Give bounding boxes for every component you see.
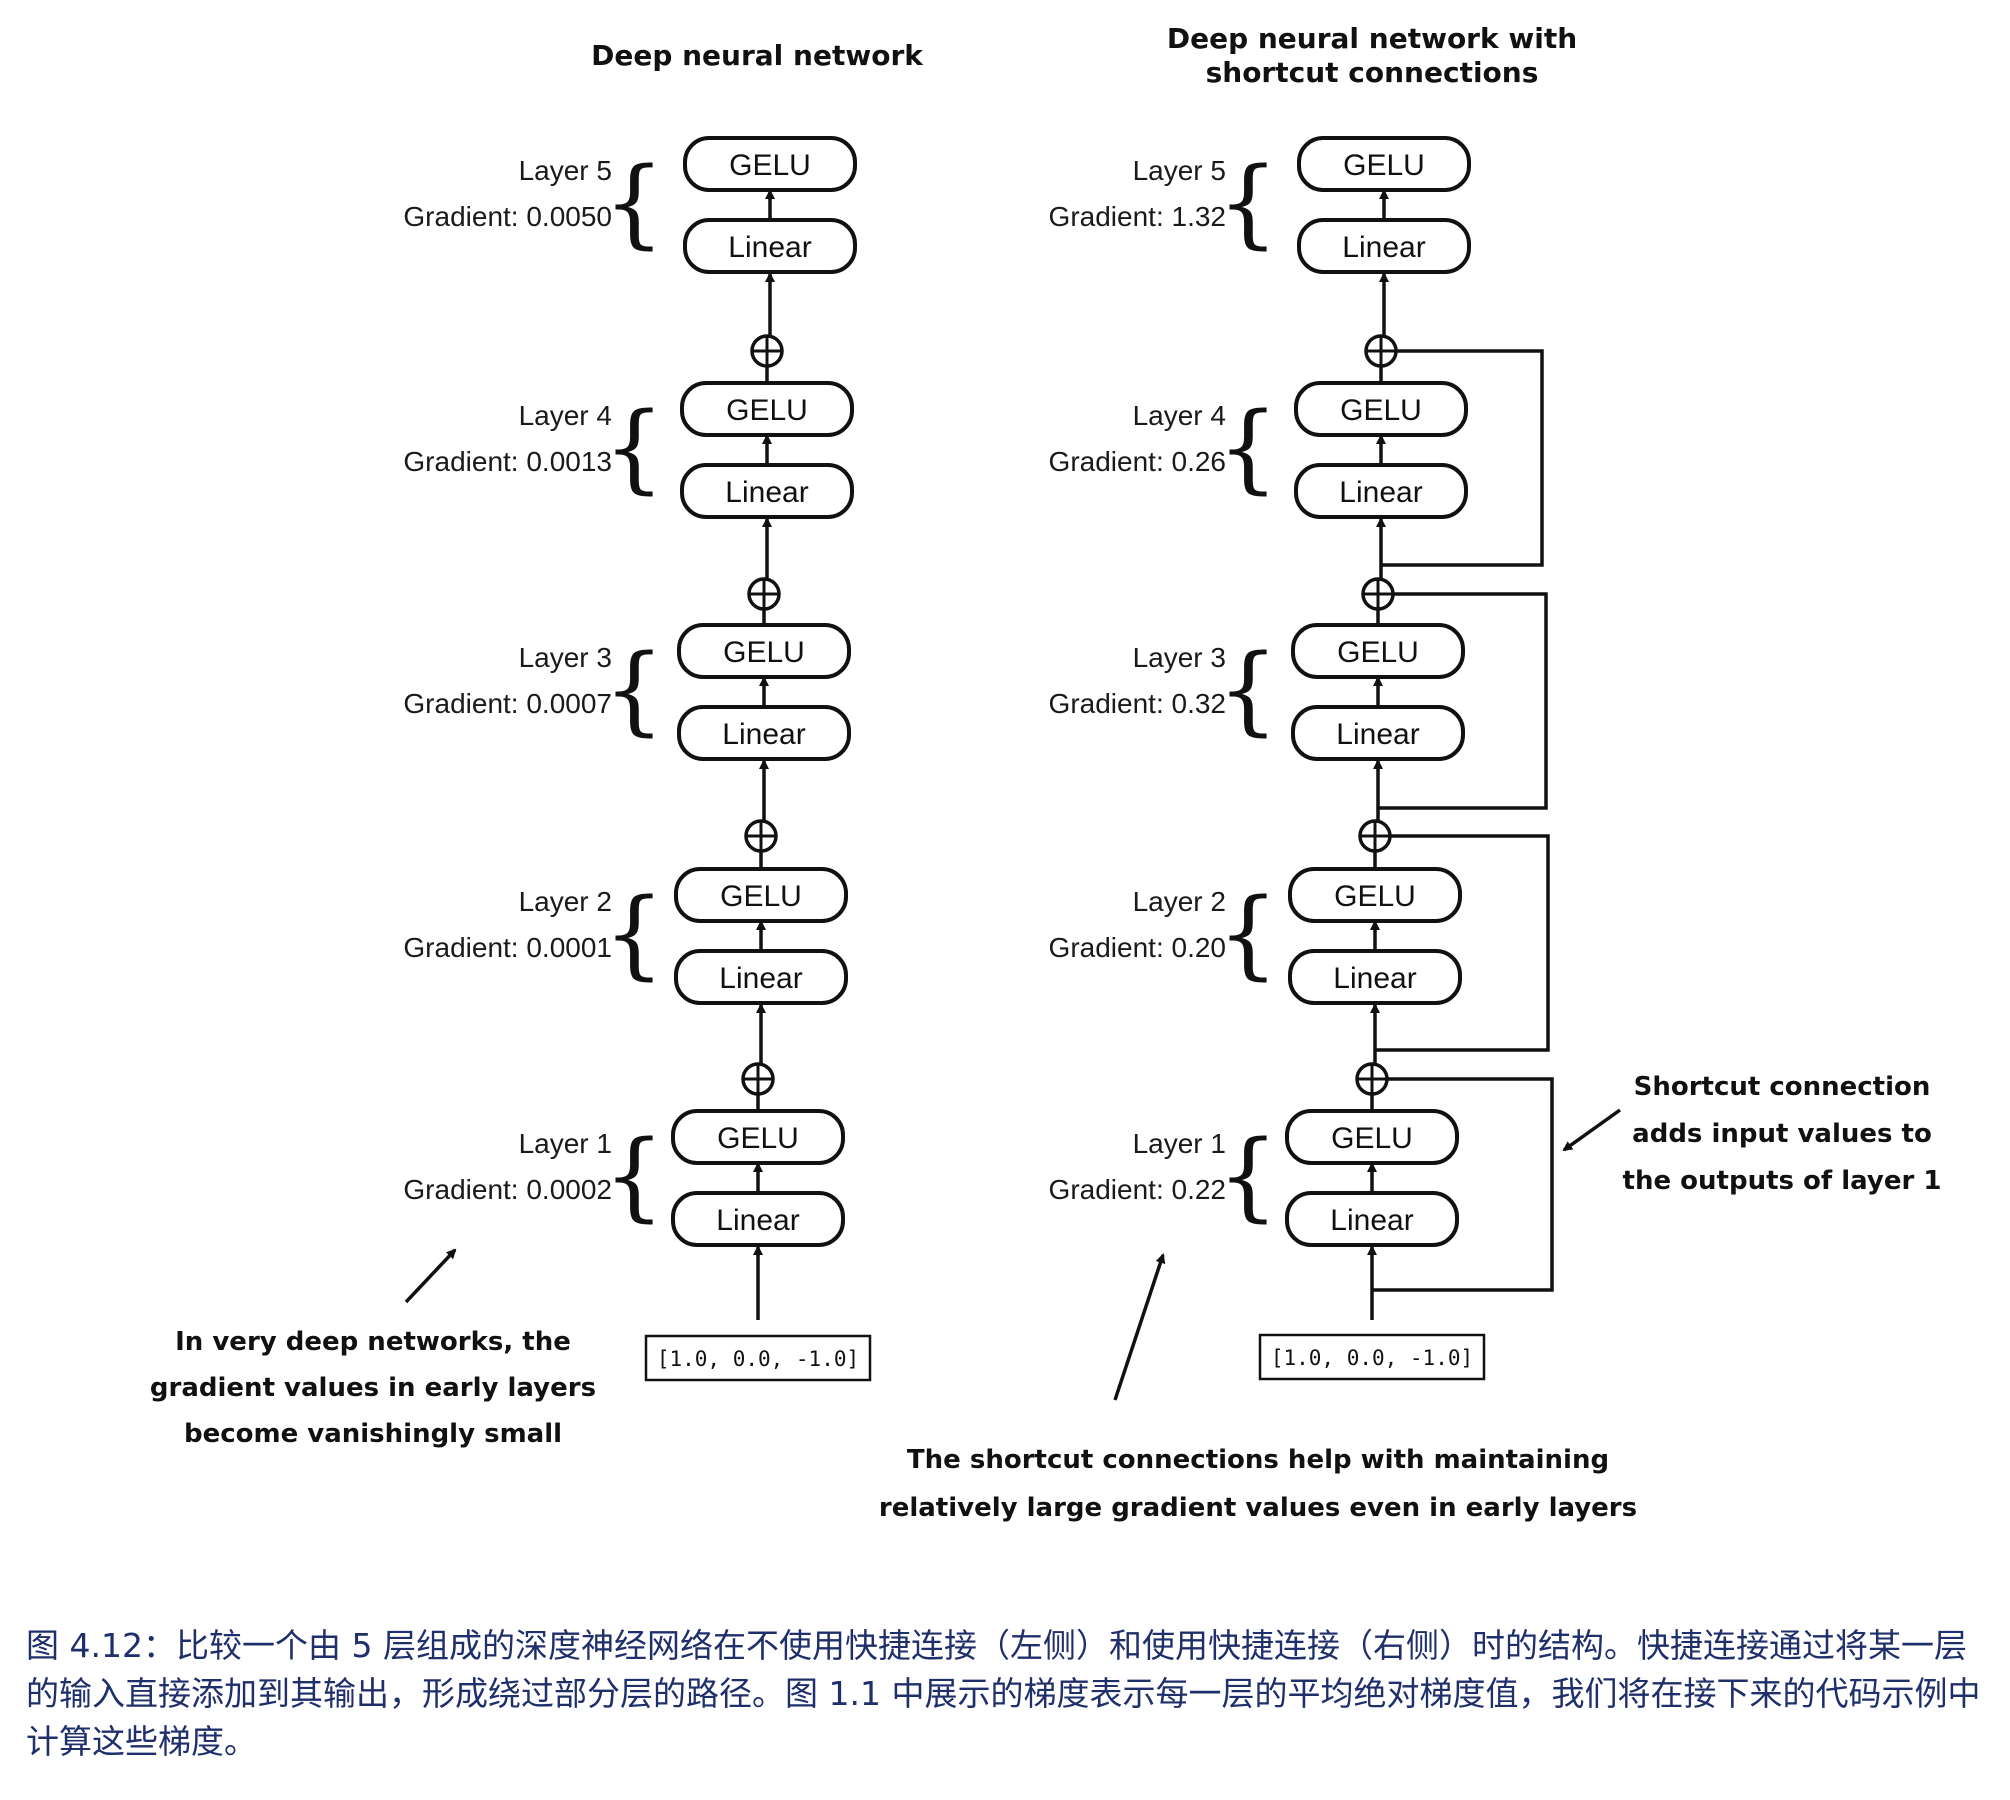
right-title-line-2: shortcut connections — [1206, 56, 1539, 89]
left-layer-4-gradient: Gradient: 0.0013 — [403, 446, 612, 477]
right-layer-4-linear-label: Linear — [1339, 476, 1422, 509]
bottom-annotation-arrow — [1113, 1253, 1166, 1401]
right-layer-5-gradient: Gradient: 1.32 — [1049, 201, 1226, 232]
left-layer-4-gelu-label: GELU — [726, 394, 808, 427]
right-layer-4-gelu-label: GELU — [1340, 394, 1422, 427]
shortcut-connection-2 — [1375, 834, 1550, 1052]
left-layer-5-gradient: Gradient: 0.0050 — [403, 201, 612, 232]
left-layer-3-linear-label: Linear — [722, 718, 805, 751]
left-annotation-line-1: In very deep networks, the — [175, 1327, 571, 1357]
right-layer-3-linear-label: Linear — [1336, 718, 1419, 751]
left-layer-3-gelu-label: GELU — [723, 636, 805, 669]
right-layer-2-label: Layer 2 — [1133, 886, 1226, 917]
side-annotation-line-2: adds input values to — [1632, 1119, 1932, 1149]
right-layer-3-brace: { — [1217, 634, 1278, 746]
left-layer-2-label: Layer 2 — [519, 886, 612, 917]
right-layer-2-brace: { — [1217, 878, 1278, 990]
left-layer-5-brace: { — [603, 147, 664, 259]
left-layer-1-brace: { — [603, 1120, 664, 1232]
left-input-vector: [1.0, 0.0, -1.0] — [657, 1347, 859, 1371]
left-layer-4-brace: { — [603, 392, 664, 504]
right-layer-2-gradient: Gradient: 0.20 — [1049, 932, 1226, 963]
left-layer-4-linear-label: Linear — [725, 476, 808, 509]
left-add-1-icon — [741, 1062, 775, 1096]
right-layer-3-label: Layer 3 — [1133, 642, 1226, 673]
bottom-annotation-line-2: relatively large gradient values even in… — [879, 1493, 1637, 1523]
right-layer-2-gelu-label: GELU — [1334, 880, 1416, 913]
left-add-4-icon — [750, 334, 784, 368]
right-layer-1-label: Layer 1 — [1133, 1128, 1226, 1159]
right-layer-4-label: Layer 4 — [1133, 400, 1226, 431]
figure-caption: 图 4.12：比较一个由 5 层组成的深度神经网络在不使用快捷连接（左侧）和使用… — [26, 1626, 1981, 1761]
right-title-line-1: Deep neural network with — [1167, 22, 1577, 55]
left-annotation-line-3: become vanishingly small — [184, 1419, 562, 1449]
left-layer-3-label: Layer 3 — [519, 642, 612, 673]
right-add-4-icon — [1364, 334, 1398, 368]
left-add-2-icon — [744, 819, 778, 853]
shortcut-connection-1 — [1372, 1077, 1554, 1292]
right-layer-1-linear-label: Linear — [1330, 1204, 1413, 1237]
left-annotation-line-2: gradient values in early layers — [150, 1373, 596, 1403]
left-layer-5-label: Layer 5 — [519, 155, 612, 186]
left-layer-2-gelu-label: GELU — [720, 880, 802, 913]
right-layer-2-linear-label: Linear — [1333, 962, 1416, 995]
right-layer-5-label: Layer 5 — [1133, 155, 1226, 186]
side-annotation-line-3: the outputs of layer 1 — [1623, 1166, 1942, 1196]
side-annotation-line-1: Shortcut connection — [1634, 1072, 1931, 1102]
network-comparison-diagram: Deep neural network Deep neural network … — [150, 22, 1942, 1523]
left-layer-2-linear-label: Linear — [719, 962, 802, 995]
left-layer-2-gradient: Gradient: 0.0001 — [403, 932, 612, 963]
left-add-3-icon — [747, 577, 781, 611]
bottom-annotation-line-1: The shortcut connections help with maint… — [907, 1445, 1609, 1475]
right-layer-5-brace: { — [1217, 147, 1278, 259]
left-layer-1-gelu-label: GELU — [717, 1122, 799, 1155]
right-input-box — [1258, 1333, 1486, 1381]
side-annotation-arrow — [1562, 1108, 1622, 1152]
right-layer-3-gradient: Gradient: 0.32 — [1049, 688, 1226, 719]
left-layer-1-label: Layer 1 — [519, 1128, 612, 1159]
right-layer-5-gelu-label: GELU — [1343, 149, 1425, 182]
right-layer-4-gradient: Gradient: 0.26 — [1049, 446, 1226, 477]
right-layer-3-gelu-label: GELU — [1337, 636, 1419, 669]
right-add-3-icon — [1361, 577, 1395, 611]
left-annotation-arrow — [404, 1248, 457, 1304]
right-layer-1-brace: { — [1217, 1120, 1278, 1232]
left-input-box — [644, 1334, 872, 1382]
right-add-1-icon — [1355, 1062, 1389, 1096]
right-layer-5-linear-label: Linear — [1342, 231, 1425, 264]
left-layer-4-label: Layer 4 — [519, 400, 612, 431]
shortcut-connection-4 — [1381, 349, 1544, 567]
shortcut-connection-3 — [1378, 592, 1548, 810]
right-layer-4-brace: { — [1217, 392, 1278, 504]
left-layer-3-brace: { — [603, 634, 664, 746]
left-layer-5-gelu-label: GELU — [729, 149, 811, 182]
right-input-vector: [1.0, 0.0, -1.0] — [1271, 1346, 1473, 1370]
left-layer-2-brace: { — [603, 878, 664, 990]
left-layer-5-linear-label: Linear — [728, 231, 811, 264]
left-layer-1-gradient: Gradient: 0.0002 — [403, 1174, 612, 1205]
left-title: Deep neural network — [591, 39, 924, 72]
right-add-2-icon — [1358, 819, 1392, 853]
left-layer-1-linear-label: Linear — [716, 1204, 799, 1237]
left-layer-3-gradient: Gradient: 0.0007 — [403, 688, 612, 719]
right-layer-1-gelu-label: GELU — [1331, 1122, 1413, 1155]
right-layer-1-gradient: Gradient: 0.22 — [1049, 1174, 1226, 1205]
